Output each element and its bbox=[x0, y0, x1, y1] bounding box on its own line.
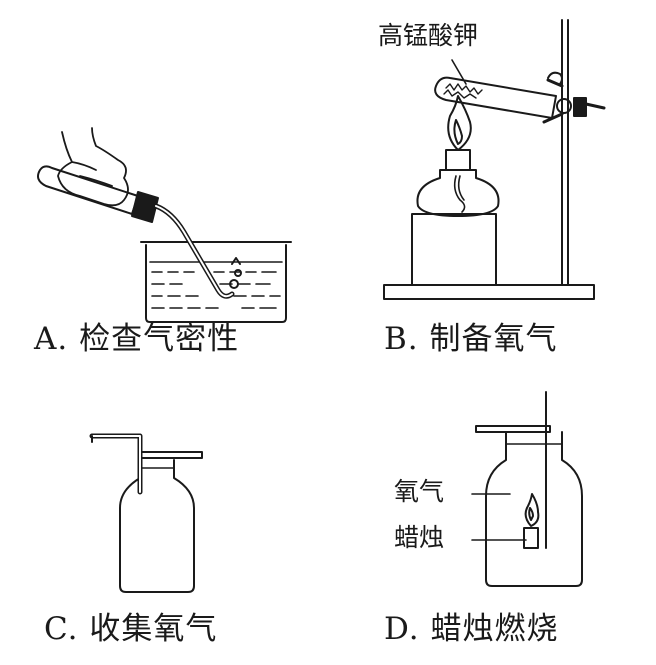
caption-c: C. 收集氧气 bbox=[44, 611, 218, 647]
clamp bbox=[542, 78, 564, 124]
caption-d: D. 蜡烛燃烧 bbox=[384, 611, 559, 647]
clamp-screw bbox=[556, 98, 572, 114]
hand-icon bbox=[57, 127, 129, 207]
stand-rod bbox=[561, 19, 569, 286]
flame-icon bbox=[447, 95, 472, 151]
delivery-tube bbox=[584, 102, 606, 110]
gas-bottle bbox=[119, 459, 195, 593]
kmno4-label: 高锰酸钾 bbox=[378, 21, 479, 50]
test-tube bbox=[37, 165, 139, 215]
caption-a: A. 检查气密性 bbox=[34, 321, 240, 357]
beaker bbox=[145, 244, 287, 323]
gas-bottle bbox=[485, 431, 583, 587]
label-pointer bbox=[451, 59, 467, 85]
bubble bbox=[234, 269, 242, 277]
stopper bbox=[131, 191, 159, 223]
test-tube bbox=[434, 76, 557, 119]
oxygen-label: 氧气 bbox=[394, 477, 445, 506]
flame-icon bbox=[524, 493, 540, 527]
lamp-wick bbox=[453, 175, 466, 213]
alcohol-lamp bbox=[416, 169, 500, 217]
caption-b: B. 制备氧气 bbox=[384, 321, 558, 357]
candle-icon bbox=[523, 527, 539, 549]
kmno4-powder bbox=[443, 83, 483, 99]
candle-label: 蜡烛 bbox=[394, 523, 445, 552]
stopper bbox=[573, 97, 587, 117]
bubble bbox=[231, 257, 241, 265]
glass-plate bbox=[475, 425, 551, 433]
support-block bbox=[411, 213, 497, 286]
bubble bbox=[229, 279, 239, 289]
